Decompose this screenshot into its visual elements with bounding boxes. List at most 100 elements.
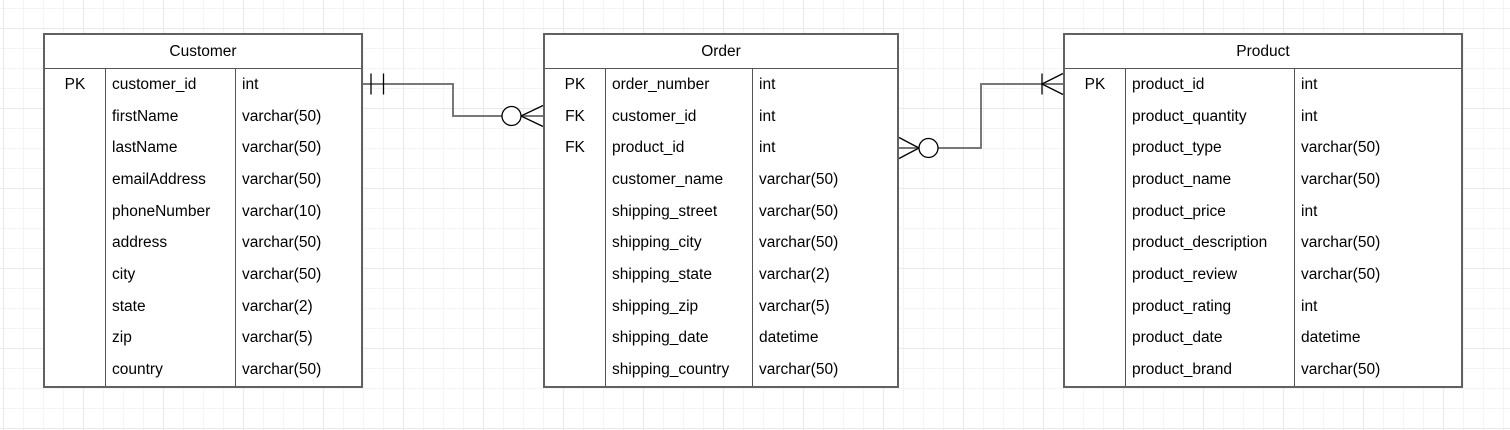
- attribute-name-cell[interactable]: product_description: [1125, 227, 1294, 260]
- attribute-type-cell[interactable]: varchar(2): [235, 290, 361, 323]
- row-key-badge[interactable]: [45, 228, 105, 260]
- attribute-name-cell[interactable]: emailAddress: [105, 164, 235, 196]
- row-key-badge[interactable]: [45, 291, 105, 323]
- row-key-badge[interactable]: [1065, 291, 1125, 323]
- attribute-type-cell[interactable]: int: [235, 69, 361, 101]
- row-key-badge[interactable]: [545, 164, 605, 196]
- attribute-type-cell[interactable]: int: [1294, 100, 1461, 133]
- row-key-badge[interactable]: [45, 196, 105, 228]
- attribute-type-cell[interactable]: int: [752, 100, 897, 133]
- table-title[interactable]: Order: [545, 35, 897, 69]
- attribute-type-cell[interactable]: varchar(50): [235, 164, 361, 196]
- attribute-type-cell[interactable]: varchar(50): [235, 132, 361, 165]
- row-key-badge[interactable]: PK: [64, 75, 86, 93]
- attribute-name-cell[interactable]: state: [105, 290, 235, 323]
- row-key-badge[interactable]: FK: [565, 139, 585, 157]
- attribute-type-cell[interactable]: int: [752, 132, 897, 165]
- attribute-name-cell[interactable]: product_date: [1125, 322, 1294, 355]
- row-key-badge[interactable]: [1065, 101, 1125, 133]
- attribute-name-cell[interactable]: product_type: [1125, 132, 1294, 165]
- row-key-badge[interactable]: [1065, 164, 1125, 196]
- row-key-badge[interactable]: [45, 323, 105, 355]
- attribute-type-cell[interactable]: varchar(5): [235, 322, 361, 355]
- row-key-badge[interactable]: [545, 323, 605, 355]
- attribute-name-cell[interactable]: product_brand: [1125, 354, 1294, 386]
- attribute-type-cell[interactable]: int: [1294, 195, 1461, 228]
- table-title[interactable]: Customer: [45, 35, 361, 69]
- attribute-type-cell[interactable]: varchar(50): [752, 164, 897, 196]
- attribute-name-cell[interactable]: customer_id: [605, 100, 752, 133]
- attribute-type-cell[interactable]: varchar(50): [1294, 132, 1461, 165]
- attribute-name-cell[interactable]: address: [105, 227, 235, 260]
- attribute-type-cell[interactable]: varchar(50): [752, 195, 897, 228]
- attribute-name-cell[interactable]: zip: [105, 322, 235, 355]
- edge-line-order-product[interactable]: [899, 83, 1063, 149]
- attribute-name-cell[interactable]: lastName: [105, 132, 235, 165]
- edge-line-customer-order[interactable]: [363, 83, 543, 117]
- row-key-badge[interactable]: [45, 164, 105, 196]
- attribute-type-cell[interactable]: varchar(50): [1294, 164, 1461, 196]
- attribute-name-cell[interactable]: product_rating: [1125, 290, 1294, 323]
- relationship-customer-order[interactable]: [363, 73, 544, 128]
- attribute-name-cell[interactable]: shipping_state: [605, 259, 752, 291]
- row-key-badge[interactable]: [45, 354, 105, 386]
- row-key-badge[interactable]: [1065, 259, 1125, 291]
- row-key-badge[interactable]: [545, 228, 605, 260]
- attribute-type-cell[interactable]: int: [1294, 69, 1461, 101]
- attribute-name-cell[interactable]: shipping_zip: [605, 290, 752, 323]
- row-key-badge[interactable]: [1065, 196, 1125, 228]
- attribute-type-cell[interactable]: varchar(50): [1294, 354, 1461, 386]
- row-key-badge[interactable]: [1065, 323, 1125, 355]
- row-key-badge[interactable]: [545, 354, 605, 386]
- attribute-type-cell[interactable]: varchar(50): [235, 100, 361, 133]
- attribute-type-cell[interactable]: varchar(5): [752, 290, 897, 323]
- attribute-name-cell[interactable]: shipping_city: [605, 227, 752, 260]
- attribute-name-cell[interactable]: city: [105, 259, 235, 291]
- attribute-type-cell[interactable]: varchar(50): [1294, 259, 1461, 291]
- attribute-type-cell[interactable]: varchar(50): [235, 259, 361, 291]
- row-key-badge[interactable]: [1065, 132, 1125, 164]
- row-key-badge[interactable]: [1065, 354, 1125, 386]
- relationship-order-product[interactable]: [898, 72, 1064, 160]
- attribute-type-cell[interactable]: varchar(50): [752, 354, 897, 386]
- table-title[interactable]: Product: [1065, 35, 1461, 69]
- attribute-type-cell[interactable]: varchar(50): [235, 227, 361, 260]
- row-key-badge[interactable]: [545, 259, 605, 291]
- attribute-name-cell[interactable]: shipping_street: [605, 195, 752, 228]
- attribute-name-cell[interactable]: product_name: [1125, 164, 1294, 196]
- row-key-badge[interactable]: [545, 291, 605, 323]
- row-key-badge[interactable]: [45, 101, 105, 133]
- attribute-name-cell[interactable]: order_number: [605, 69, 752, 101]
- attribute-type-cell[interactable]: varchar(50): [1294, 227, 1461, 260]
- row-key-badge[interactable]: FK: [565, 107, 585, 125]
- attribute-type-cell[interactable]: varchar(2): [752, 259, 897, 291]
- attribute-type-cell[interactable]: int: [752, 69, 897, 101]
- attribute-type-cell[interactable]: datetime: [752, 322, 897, 355]
- row-key-badge[interactable]: [45, 259, 105, 291]
- attribute-type-cell[interactable]: datetime: [1294, 322, 1461, 355]
- attribute-name-cell[interactable]: country: [105, 354, 235, 386]
- row-key-badge[interactable]: [1065, 228, 1125, 260]
- attribute-name-cell[interactable]: shipping_country: [605, 354, 752, 386]
- attribute-name-cell[interactable]: product_quantity: [1125, 100, 1294, 133]
- attribute-name-cell[interactable]: customer_id: [105, 69, 235, 101]
- attribute-name-cell[interactable]: product_price: [1125, 195, 1294, 228]
- row-key-badge[interactable]: [545, 196, 605, 228]
- attribute-name-cell[interactable]: product_id: [1125, 69, 1294, 101]
- attribute-type-cell[interactable]: int: [1294, 290, 1461, 323]
- attribute-name-cell[interactable]: shipping_date: [605, 322, 752, 355]
- attribute-name-cell[interactable]: phoneNumber: [105, 195, 235, 228]
- attribute-name-cell[interactable]: customer_name: [605, 164, 752, 196]
- attribute-name-cell[interactable]: firstName: [105, 100, 235, 133]
- row-key-badge[interactable]: PK: [1084, 75, 1106, 93]
- attribute-type-cell[interactable]: varchar(10): [235, 195, 361, 228]
- attribute-type-cell[interactable]: varchar(50): [752, 227, 897, 260]
- attribute-type-cell[interactable]: varchar(50): [235, 354, 361, 386]
- row-key-badge[interactable]: PK: [564, 75, 586, 93]
- attribute-name-cell[interactable]: product_id: [605, 132, 752, 165]
- row-key-badge[interactable]: [45, 132, 105, 164]
- attribute-name-cell[interactable]: product_review: [1125, 259, 1294, 291]
